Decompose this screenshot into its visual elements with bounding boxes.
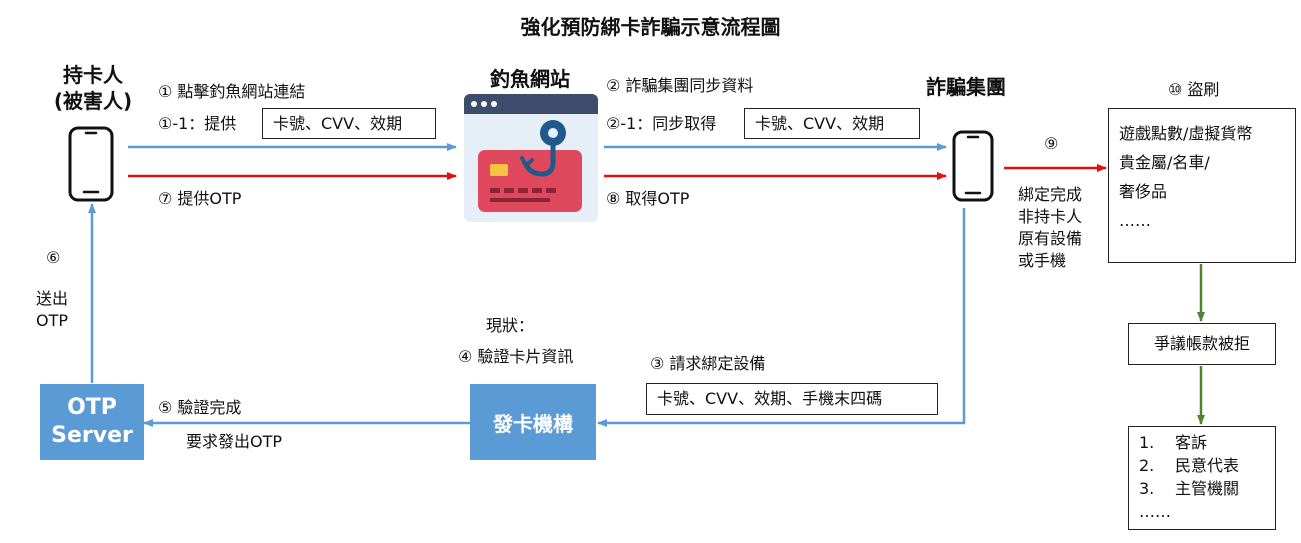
cardholder-label-line2: (被害人) [53,89,133,113]
complaint-item-2: 2.民意代表 [1139,456,1240,475]
dispute-text: 爭議帳款被拒 [1153,334,1250,353]
step3-box-text: 卡號、CVV、效期、手機末四碼 [657,389,883,408]
step9-text-line1: 綁定完成 [1018,185,1083,204]
step9-text-line2: 非持卡人 [1018,207,1083,226]
step4-label: ④ 驗證卡片資訊 [458,347,574,366]
step3-label: ③ 請求綁定設備 [650,354,766,373]
issuer-label: 發卡機構 [493,411,573,436]
step9-text-line4: 或手機 [1018,251,1067,270]
step1-1-box-text: 卡號、CVV、效期 [273,114,403,133]
step3-box: 卡號、CVV、效期、手機末四碼 [646,383,938,415]
fraud-group-label: 詐騙集團 [926,75,1006,99]
fraud-group-phone-icon [952,130,994,202]
step1-1-box: 卡號、CVV、效期 [262,108,436,139]
cardholder-label-line1: 持卡人 [63,63,123,87]
step9-text: 綁定完成 非持卡人 原有設備 或手機 [1018,184,1082,272]
step5-label: ⑤ 驗證完成 [158,398,242,417]
step2-1-box-text: 卡號、CVV、效期 [755,114,885,133]
step10-label: ⑩ 盜刷 [1168,80,1220,99]
step2-1-box: 卡號、CVV、效期 [744,108,920,139]
credit-card-icon [478,150,582,212]
theft-item-1: 遊戲點數/虛擬貨幣 [1119,124,1253,143]
otp-server-line2: Server [51,423,133,448]
theft-item-3: 奢侈品 [1119,182,1168,201]
step6-text-line1: 送出 [36,289,69,308]
step1-label: ① 點擊釣魚網站連結 [158,82,306,101]
step7-label: ⑦ 提供OTP [158,189,242,208]
complaint-item-more: …… [1139,502,1171,521]
arrow-step3 [597,208,966,427]
step1-1-label: ①-1：提供 [158,114,237,133]
step8-label: ⑧ 取得OTP [606,189,690,208]
otp-server-line1: OTP [67,395,117,420]
otp-server-box: OTP Server [40,384,144,460]
step6-text-line2: OTP [36,311,69,330]
phishing-website-icon [464,94,598,222]
phone-icon [68,126,114,202]
step6-label: ⑥ [46,248,61,267]
diagram-title: 強化預防綁卡詐騙示意流程圖 [520,15,781,39]
cardholder-label: 持卡人 (被害人) [30,62,156,114]
issuer-box: 發卡機構 [470,384,596,460]
theft-item-4: …… [1119,211,1151,230]
phishing-site-label: 釣魚網站 [490,67,570,91]
fishing-hook-icon [520,120,566,177]
step6-text: 送出 OTP [36,288,68,332]
complaint-item-3: 3.主管機關 [1139,479,1240,498]
step9-text-line3: 原有設備 [1018,229,1083,248]
status-label: 現狀： [486,316,535,335]
theft-item-2: 貴金屬/名車/ [1119,153,1210,172]
step2-label: ② 詐騙集團同步資料 [606,76,754,95]
dispute-box: 爭議帳款被拒 [1128,323,1276,365]
step5-subtext: 要求發出OTP [186,432,283,451]
complaint-item-1: 1.客訴 [1139,433,1208,452]
step9-label: ⑨ [1044,134,1059,153]
complaints-box: 1.客訴 2.民意代表 3.主管機關 …… [1128,426,1276,530]
step2-1-label: ②-1：同步取得 [606,114,717,133]
theft-items-box: 遊戲點數/虛擬貨幣 貴金屬/名車/ 奢侈品 …… [1108,108,1296,263]
